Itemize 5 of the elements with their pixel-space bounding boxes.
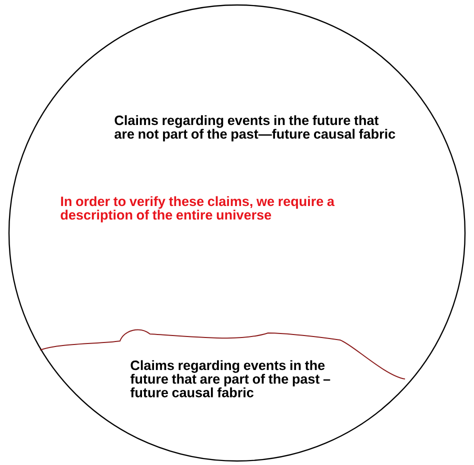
node-text: Claims regarding events in the future that are part of the past – future causal fabric <box>130 360 330 398</box>
bottom-region <box>40 329 406 398</box>
note-text: In order to verify these claims, we require a description of the entire universe <box>60 196 335 222</box>
circle-region <box>8 4 466 462</box>
node-text: Claims regarding events in the future that are not part of the past—future causal fabric <box>114 115 396 142</box>
